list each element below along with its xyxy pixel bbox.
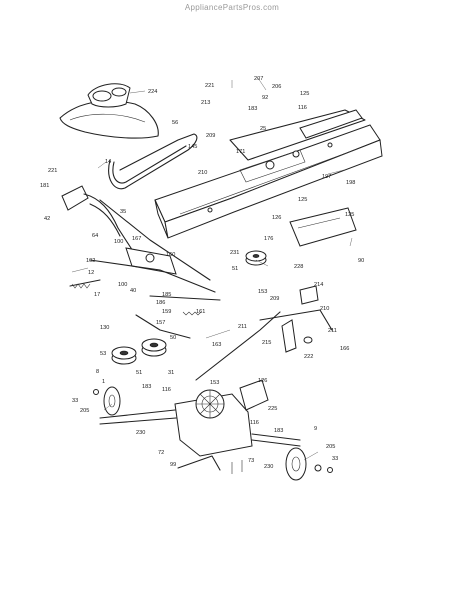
callout: 1	[102, 379, 105, 385]
callout: 210	[198, 170, 207, 176]
callout: 153	[210, 380, 219, 386]
callout: 198	[346, 180, 355, 186]
callout: 166	[340, 346, 349, 352]
callout-labels: 224 221 213 207 206 125 92 116 183 25 56…	[40, 76, 364, 470]
callout: 185	[162, 292, 171, 298]
shift-rod	[195, 285, 333, 381]
callout: 183	[142, 384, 151, 390]
idler-pulley	[245, 250, 267, 266]
callout: 116	[162, 387, 171, 393]
callout: 167	[132, 236, 141, 242]
callout: 31	[168, 370, 174, 376]
callout: 125	[298, 197, 307, 203]
callout: 207	[254, 76, 263, 82]
callout: 183	[274, 428, 283, 434]
callout: 153	[258, 289, 267, 295]
linkage-rods	[135, 295, 221, 339]
callout: 35	[120, 209, 126, 215]
callout: 181	[40, 183, 49, 189]
callout: 40	[130, 288, 136, 294]
callout: 211	[238, 324, 247, 330]
transmission-pulleys	[111, 338, 167, 365]
callout: 14	[105, 159, 111, 165]
callout: 125	[300, 91, 309, 97]
callout: 205	[326, 444, 335, 450]
callout: 100	[114, 239, 123, 245]
callout: 221	[48, 168, 57, 174]
callout: 25	[260, 126, 266, 132]
callout: 215	[262, 340, 271, 346]
brake-pedal-assembly	[61, 185, 216, 293]
callout: 230	[264, 464, 273, 470]
callout: 51	[136, 370, 142, 376]
callout: 50	[170, 335, 176, 341]
callout: 125	[345, 212, 354, 218]
callout: 231	[230, 250, 239, 256]
callout: 116	[298, 105, 307, 111]
callout: 126	[258, 378, 267, 384]
callout: 211	[328, 328, 337, 334]
callout: 186	[156, 300, 165, 306]
callout: 116	[250, 420, 259, 426]
callout: 42	[44, 216, 50, 222]
left-wheel-hub	[93, 386, 121, 416]
right-wheel-hub	[285, 447, 333, 481]
callout: 183	[248, 106, 257, 112]
callout: 92	[262, 95, 268, 101]
callout: 222	[304, 354, 313, 360]
callout: 126	[272, 215, 281, 221]
callout: 214	[314, 282, 323, 288]
callout: 228	[294, 264, 303, 270]
callout: 33	[72, 398, 78, 404]
callout: 9	[314, 426, 317, 432]
bracket-228	[289, 207, 357, 247]
callout: 33	[332, 456, 338, 462]
callout: 210	[320, 306, 329, 312]
callout: 205	[80, 408, 89, 414]
callout: 160	[166, 252, 175, 258]
callout: 224	[148, 89, 157, 95]
cup-holder	[87, 83, 131, 108]
callout: 12	[88, 270, 94, 276]
callout: 90	[358, 258, 364, 264]
callout: 56	[172, 120, 178, 126]
leader-lines	[71, 77, 353, 461]
watermark: AppliancePartsPros.com	[184, 3, 280, 12]
drive-belt	[108, 133, 198, 190]
callout: 230	[136, 430, 145, 436]
callout: 157	[156, 320, 165, 326]
callout: 145	[188, 144, 197, 150]
callout: 209	[206, 133, 215, 139]
callout: 130	[100, 325, 109, 331]
callout: 225	[268, 406, 277, 412]
callout: 64	[92, 233, 98, 239]
callout: 99	[170, 462, 176, 468]
callout: 51	[232, 266, 238, 272]
main-frame	[154, 109, 383, 239]
callout: 176	[264, 236, 273, 242]
callout: 163	[212, 342, 221, 348]
callout: 206	[272, 84, 281, 90]
callout: 213	[201, 100, 210, 106]
callout: 53	[100, 351, 106, 357]
callout: 72	[158, 450, 164, 456]
callout: 221	[205, 83, 214, 89]
callout: 209	[270, 296, 279, 302]
callout: 159	[162, 309, 171, 315]
callout: 161	[196, 309, 205, 315]
callout: 73	[248, 458, 254, 464]
callout: 8	[96, 369, 99, 375]
transaxle	[99, 379, 301, 457]
callout: 100	[118, 282, 127, 288]
callout: 17	[94, 292, 100, 298]
callout: 171	[236, 149, 245, 155]
callout: 102	[86, 258, 95, 264]
callout: 197	[322, 174, 331, 180]
shift-lever	[177, 455, 243, 474]
